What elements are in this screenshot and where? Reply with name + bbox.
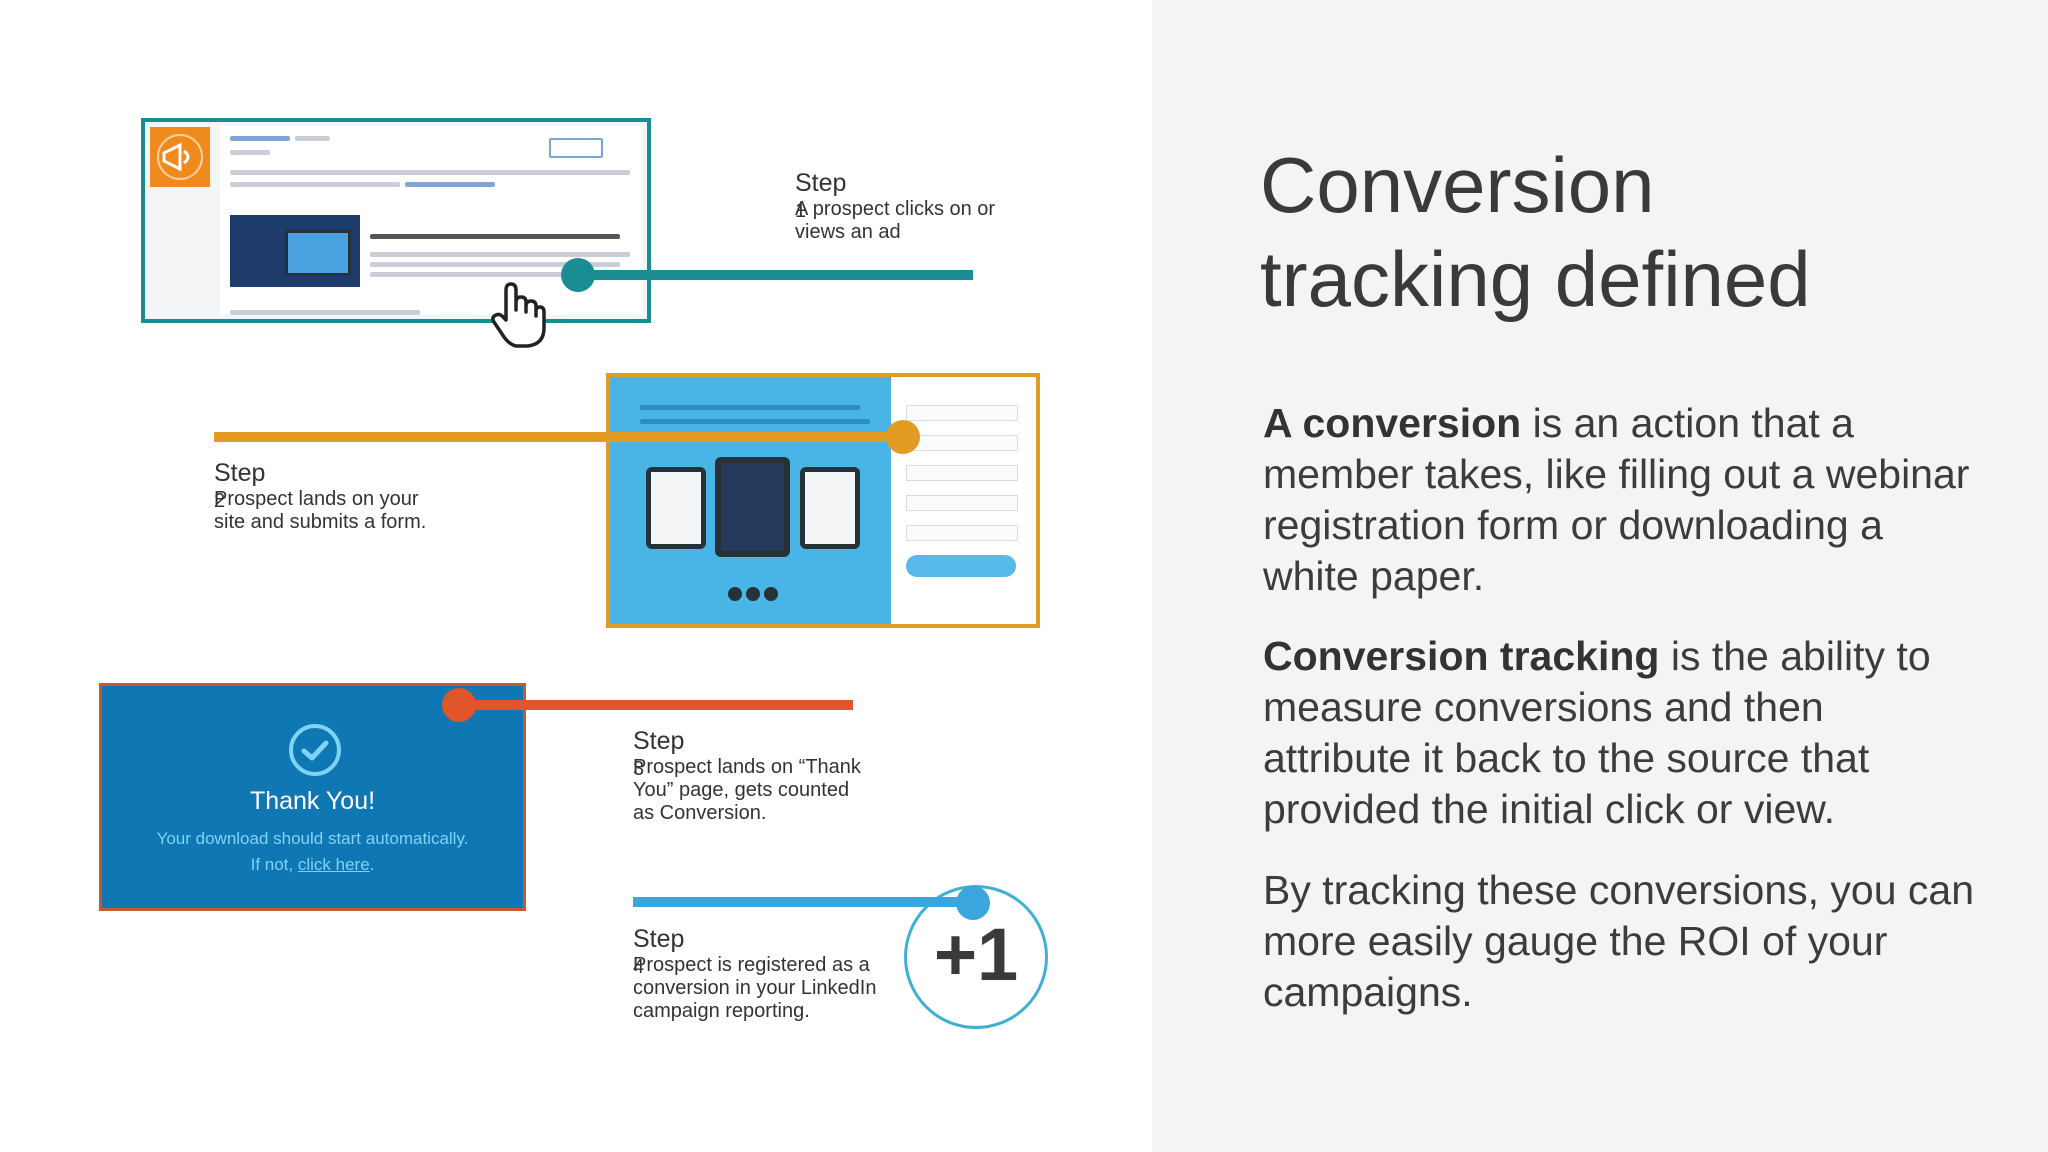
conversion-term: A conversion bbox=[1263, 400, 1522, 446]
step-4-dot bbox=[956, 886, 990, 920]
form-field bbox=[906, 465, 1018, 481]
step-2: Step 2 Prospect lands on your site and s… bbox=[214, 458, 429, 534]
step-3: Step 3 Prospect lands on “Thank You” pag… bbox=[633, 726, 873, 825]
tracking-term: Conversion tracking bbox=[1263, 633, 1660, 679]
follow-button bbox=[549, 138, 603, 158]
thank-you-message: Your download should start automatically… bbox=[102, 826, 523, 878]
title-line-2: tracking defined bbox=[1260, 235, 1811, 323]
step-3-number: 3 bbox=[633, 758, 645, 780]
step-1-label: Step bbox=[795, 169, 847, 197]
form-field bbox=[906, 405, 1018, 421]
sponsored-ad-thumbnail bbox=[141, 118, 651, 323]
ad-text-line bbox=[230, 150, 270, 155]
click-here-link: click here bbox=[297, 855, 370, 874]
form-field bbox=[906, 435, 1018, 451]
tablet-left-image bbox=[646, 467, 706, 549]
slide-title: Conversion tracking defined bbox=[1260, 138, 2020, 326]
tablet-center-image bbox=[715, 457, 790, 557]
step-3-dot bbox=[442, 688, 476, 722]
step-3-text: Prospect lands on “Thank You” page, gets… bbox=[633, 756, 861, 824]
step-1-line bbox=[578, 270, 973, 280]
landing-headline-line bbox=[640, 405, 860, 410]
signup-form bbox=[891, 377, 1036, 624]
step-4-line bbox=[633, 897, 973, 907]
ebook-cover-image bbox=[230, 215, 360, 287]
pointer-hand-icon bbox=[491, 282, 546, 348]
step-2-number: 2 bbox=[214, 490, 226, 512]
step-4-number: 4 bbox=[633, 956, 645, 978]
step-2-label: Step bbox=[214, 459, 266, 487]
form-field bbox=[906, 525, 1018, 541]
thank-you-title: Thank You! bbox=[249, 787, 376, 815]
ad-headline-line bbox=[370, 234, 620, 239]
roi-paragraph: By tracking these conversions, you can m… bbox=[1263, 867, 1975, 1015]
linkedin-icon bbox=[764, 587, 778, 601]
step-3-line bbox=[475, 700, 853, 710]
form-submit-button bbox=[906, 555, 1016, 577]
ad-text-line bbox=[295, 136, 330, 141]
ad-link-line bbox=[405, 182, 495, 187]
twitter-icon bbox=[728, 587, 742, 601]
step-1-number: 1 bbox=[795, 200, 807, 222]
step-1-dot bbox=[561, 258, 595, 292]
step-2-dot bbox=[886, 420, 920, 454]
ad-text-line bbox=[370, 272, 570, 277]
ad-text-line bbox=[230, 170, 630, 175]
tablet-screen bbox=[721, 463, 784, 551]
step-4-text: Prospect is registered as a conversion i… bbox=[633, 954, 877, 1022]
conversion-definition: A conversion is an action that a member … bbox=[1263, 398, 1983, 602]
right-panel bbox=[1152, 0, 2048, 1152]
conversion-definition-text: is an action that a member takes, like f… bbox=[1263, 400, 1970, 599]
step-4: Step 4 Prospect is registered as a conve… bbox=[633, 924, 893, 1023]
ad-text-line bbox=[370, 262, 620, 267]
ad-account-line bbox=[230, 136, 290, 141]
landing-page-thumbnail bbox=[606, 373, 1040, 628]
step-4-label: Step bbox=[633, 925, 685, 953]
ad-text-line bbox=[230, 182, 400, 187]
fallback-suffix: . bbox=[369, 855, 375, 874]
plus-one-text: +1 bbox=[933, 913, 1019, 996]
download-message: Your download should start automatically… bbox=[156, 829, 469, 848]
tracking-definition-text: is the ability to measure conversions an… bbox=[1263, 633, 1931, 832]
tablet-screen bbox=[651, 472, 701, 544]
step-1-text: A prospect clicks on or views an ad bbox=[795, 198, 996, 243]
laptop-screen bbox=[285, 230, 351, 276]
step-3-label: Step bbox=[633, 727, 685, 755]
facebook-icon bbox=[746, 587, 760, 601]
thank-you-page-thumbnail: Thank You! Your download should start au… bbox=[99, 683, 526, 911]
landing-headline-line bbox=[640, 419, 870, 424]
ad-text-line bbox=[370, 252, 630, 257]
step-2-text: Prospect lands on your site and submits … bbox=[214, 488, 427, 533]
ad-social-line bbox=[230, 310, 420, 315]
megaphone-logo-icon bbox=[150, 127, 210, 187]
check-circle-icon bbox=[289, 724, 341, 776]
fallback-prefix: If not, bbox=[250, 855, 298, 874]
tracking-definition: Conversion tracking is the ability to me… bbox=[1263, 631, 1983, 835]
form-field bbox=[906, 495, 1018, 511]
tablet-screen bbox=[805, 472, 855, 544]
step-1: Step 1 A prospect clicks on or views an … bbox=[795, 168, 1015, 244]
tablet-right-image bbox=[800, 467, 860, 549]
step-2-line bbox=[214, 432, 904, 442]
title-line-1: Conversion bbox=[1260, 141, 1655, 229]
